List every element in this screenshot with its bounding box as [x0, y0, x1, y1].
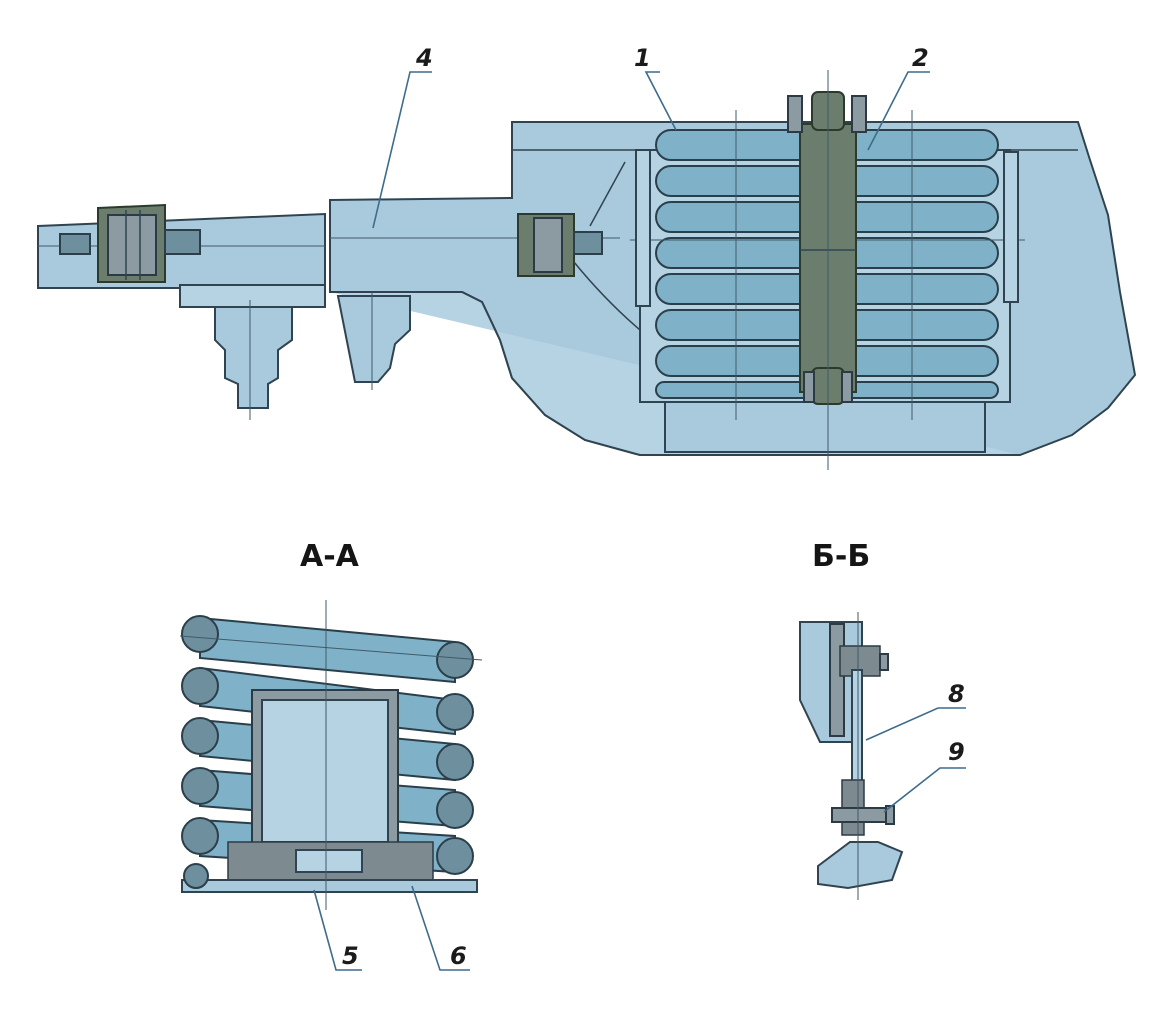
coil-sections-right — [436, 641, 474, 875]
section-a-a-view — [179, 600, 483, 971]
top-leaders — [372, 71, 930, 229]
label-6: 6 — [450, 942, 467, 970]
section-title-b-b: Б-Б — [812, 539, 870, 574]
coil-sections-left — [181, 615, 219, 855]
label-1: 1 — [634, 44, 651, 72]
label-2: 2 — [912, 44, 929, 72]
label-8: 8 — [948, 680, 965, 708]
label-9: 9 — [948, 738, 965, 766]
label-5: 5 — [342, 942, 359, 970]
damper — [787, 70, 867, 470]
section-b-b-view — [799, 612, 966, 900]
section-title-a-a: А-А — [300, 539, 360, 574]
link-rod-left — [37, 203, 326, 420]
top-assembly-view: 4 1 2 — [37, 44, 1137, 470]
label-4: 4 — [415, 44, 433, 72]
